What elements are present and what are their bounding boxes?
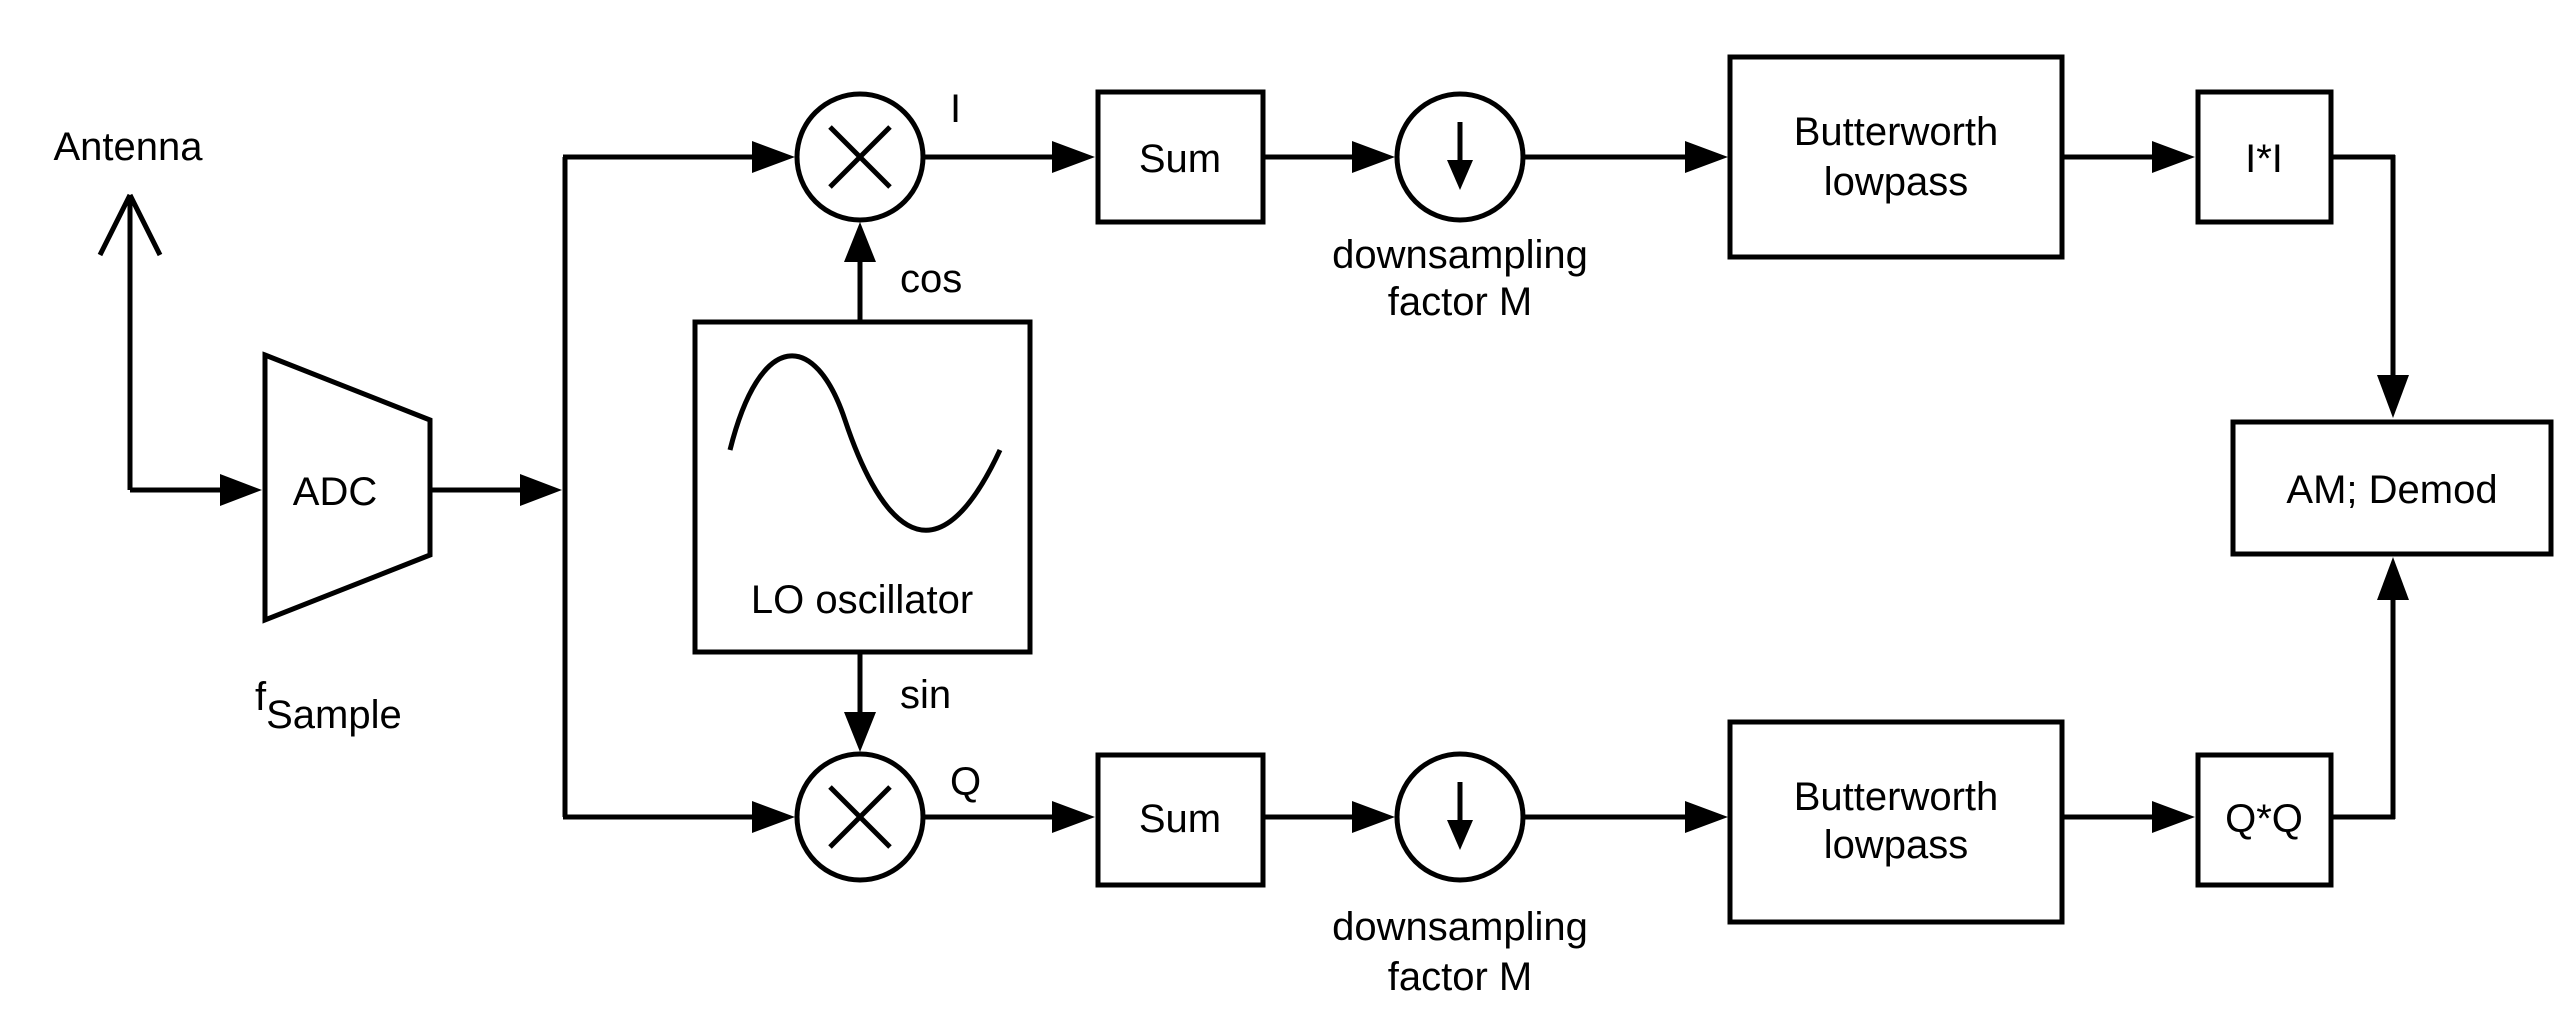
downsampler-q (1394, 751, 1526, 883)
adc-label: ADC (293, 470, 377, 514)
lo-oscillator-label: LO oscillator (751, 578, 973, 622)
sin-label: sin (900, 673, 951, 717)
mixer-q-to-sum-wire (923, 801, 1095, 833)
square-i-to-demod-wire (2331, 154, 2409, 418)
lo-to-mixer-i-wire (844, 222, 876, 322)
lo-to-mixer-q-wire (844, 652, 876, 752)
downsampling-q-label-line2: factor M (1388, 955, 1532, 999)
sum-q-label: Sum (1139, 797, 1221, 841)
butterworth-q-label-line2: lowpass (1824, 823, 1969, 867)
square-i-label: I*I (2245, 137, 2283, 181)
butterworth-q-label-line1: Butterworth (1794, 775, 1999, 819)
sum-i-label: Sum (1139, 137, 1221, 181)
q-signal-label: Q (950, 760, 981, 804)
adc-to-split-wire (430, 474, 562, 506)
butterworth-i-block (1727, 54, 2065, 260)
butterworth-i-label-line2: lowpass (1824, 160, 1969, 204)
downsampler-q-to-filter-wire (1523, 801, 1728, 833)
antenna-symbol (97, 193, 163, 490)
antenna-label: Antenna (53, 125, 203, 169)
am-demod-block (2230, 419, 2554, 557)
mixer-q (794, 751, 926, 883)
mixer-i (794, 91, 926, 223)
sine-wave-icon (727, 353, 1003, 533)
adc-block (262, 351, 433, 624)
square-q-block (2195, 752, 2334, 888)
butterworth-i-label-line1: Butterworth (1794, 110, 1999, 154)
downsampling-i-label-line1: downsampling (1332, 233, 1588, 277)
square-q-to-demod-wire (2331, 557, 2409, 820)
sum-i-to-downsampler-wire (1263, 141, 1395, 173)
butterworth-q-block (1727, 719, 2065, 925)
sum-q-to-downsampler-wire (1263, 801, 1395, 833)
downsampling-q-label-line1: downsampling (1332, 905, 1588, 949)
split-to-mixer-q-wire (563, 801, 795, 833)
square-q-label: Q*Q (2225, 797, 2303, 841)
am-demod-label: AM; Demod (2286, 468, 2497, 512)
filter-i-to-square-wire (2062, 141, 2195, 173)
mixer-i-to-sum-wire (923, 141, 1095, 173)
sum-q-block (1095, 752, 1266, 888)
antenna-to-adc-wire (130, 474, 262, 506)
downsampler-i-to-filter-wire (1523, 141, 1728, 173)
downsampling-i-label-line2: factor M (1388, 280, 1532, 324)
filter-q-to-square-wire (2062, 801, 2195, 833)
cos-label: cos (900, 257, 962, 301)
sample-rate-label: fSample (255, 675, 402, 737)
split-to-mixer-i-wire (563, 141, 795, 173)
downsampler-i (1394, 91, 1526, 223)
i-signal-label: I (950, 87, 961, 131)
